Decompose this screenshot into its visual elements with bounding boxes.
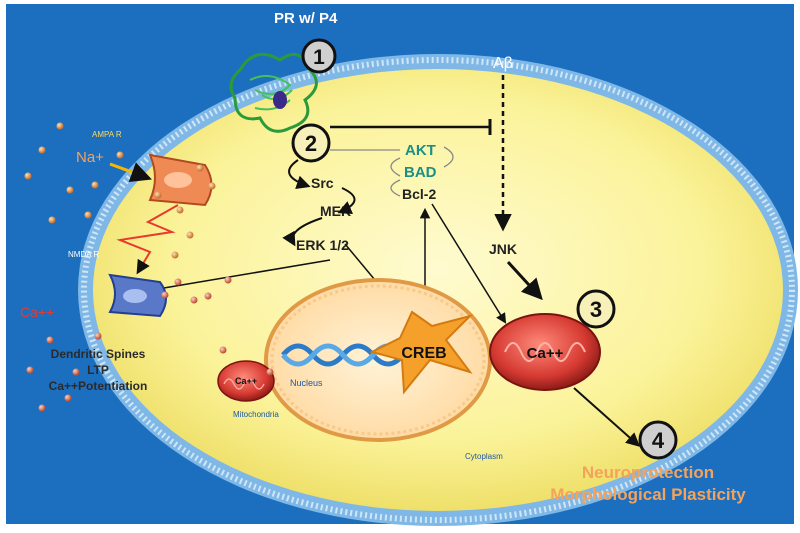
na-label: Na+ [76, 149, 104, 166]
sodium-ion-dot [154, 191, 162, 199]
step-1-badge: 1 [301, 38, 337, 74]
nmda-receptor-icon [108, 273, 167, 318]
ampa-label: AMPA R [92, 130, 122, 139]
step-3-label: 3 [590, 297, 602, 322]
sodium-ion-dot [38, 146, 46, 154]
cell-body [93, 69, 783, 511]
sodium-ion-dot [186, 231, 194, 239]
ca-extracellular-label: Ca++ [20, 304, 54, 320]
ca-potentiation-label: Ca++Potentiation [49, 379, 148, 393]
calcium-ion-dot [72, 368, 80, 376]
jnk-label: JNK [489, 241, 517, 257]
calcium-ion-dot [219, 346, 227, 354]
step-2-label: 2 [305, 131, 317, 156]
sodium-ion-dot [116, 151, 124, 159]
sodium-ion-dot [208, 182, 216, 190]
calcium-ion-dot [46, 336, 54, 344]
bad-label: BAD [404, 164, 437, 181]
sodium-ion-dot [48, 216, 56, 224]
sodium-ion-dot [56, 122, 64, 130]
calcium-ion-dot [26, 366, 34, 374]
mito-large-ca-label: Ca++ [527, 345, 564, 362]
abeta-label: Aβ [493, 55, 513, 72]
creb-label: CREB [401, 345, 446, 362]
dendritic-spines-label: Dendritic Spines [51, 347, 146, 361]
cytoplasm-label: Cytoplasm [465, 452, 503, 461]
sodium-ion-dot [171, 251, 179, 259]
src-label: Src [311, 175, 334, 191]
calcium-ion-dot [38, 404, 46, 412]
step-2-badge: 2 [291, 123, 331, 163]
ltp-label: LTP [87, 363, 109, 377]
neuroprotection-label: Neuroprotection [582, 463, 714, 482]
sodium-ion-dot [176, 206, 184, 214]
calcium-ion-dot [190, 296, 198, 304]
mito-small-ca-label: Ca++ [235, 376, 257, 386]
step-1-label: 1 [313, 46, 325, 69]
mitochondria-label: Mitochondria [233, 410, 279, 419]
sodium-ion-dot [24, 172, 32, 180]
depolarization-icon [116, 204, 179, 275]
step-4-label: 4 [652, 428, 665, 453]
mek-label: MEK [320, 203, 351, 219]
sodium-ion-dot [91, 181, 99, 189]
erk-label: ERK 1/2 [296, 237, 349, 253]
sodium-ion-dot [66, 186, 74, 194]
calcium-ion-dot [64, 394, 72, 402]
progesterone-receptor-icon [229, 52, 318, 133]
calcium-ion-dot [224, 276, 232, 284]
akt-label: AKT [405, 142, 436, 159]
calcium-ion-dot [174, 278, 182, 286]
nucleus-label: Nucleus [290, 378, 323, 388]
mitochondria-small: Ca++ [217, 360, 275, 402]
step-4-badge: 4 [638, 420, 678, 460]
ion-dots [24, 122, 274, 412]
step-3-badge: 3 [576, 289, 616, 329]
pr-p4-label: PR w/ P4 [274, 10, 338, 27]
ampa-receptor-icon [148, 153, 213, 207]
sodium-ion-dot [196, 164, 204, 172]
morphological-plasticity-label: Morphological Plasticity [550, 485, 746, 504]
calcium-ion-dot [161, 291, 169, 299]
sodium-ion-dot [84, 211, 92, 219]
calcium-ion-dot [94, 332, 102, 340]
creb-icon: CREB [369, 310, 474, 395]
mitochondria-large: Ca++ [489, 313, 601, 391]
calcium-ion-dot [266, 368, 274, 376]
nmda-label: NMDA R [68, 250, 99, 259]
calcium-ion-dot [204, 292, 212, 300]
bcl2-label: Bcl-2 [402, 186, 436, 202]
